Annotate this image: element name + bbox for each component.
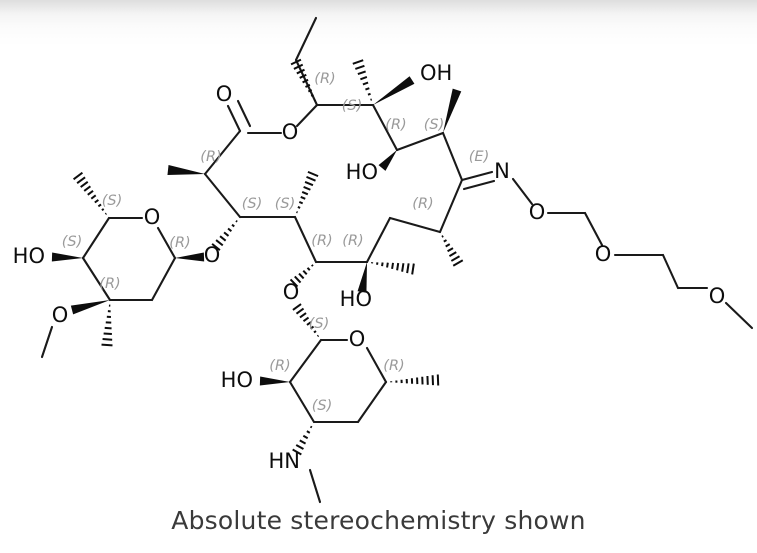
b-noxime-o bbox=[511, 177, 534, 206]
o-glycoside-cla: O bbox=[204, 243, 221, 267]
h-cla-c2-me bbox=[101, 304, 113, 347]
w-cla-c1-o bbox=[175, 252, 205, 262]
b-c13-o bbox=[295, 103, 319, 128]
r-c13-macro: (R) bbox=[314, 71, 335, 87]
s-cladinose-c3: (S) bbox=[62, 234, 83, 250]
h-c8-methyl bbox=[441, 235, 464, 267]
w-c12-oh bbox=[373, 76, 415, 105]
n-oxime: N bbox=[494, 159, 510, 183]
r-c2-macro: (R) bbox=[200, 149, 221, 165]
e-oxime: (E) bbox=[469, 149, 489, 165]
b-cla-ome bbox=[40, 325, 54, 359]
r-c5-macro: (R) bbox=[311, 233, 332, 249]
b-ch2-o2 bbox=[583, 211, 604, 247]
h-cla-c5-me bbox=[72, 171, 107, 215]
w-cla-c3-ho bbox=[51, 252, 83, 262]
b-des-o5-c5 bbox=[365, 346, 388, 384]
h-des-c3-n bbox=[292, 425, 313, 456]
r-cladinose-c1: (R) bbox=[169, 235, 190, 251]
r-c6-macro: (R) bbox=[342, 233, 363, 249]
s-cladinose-c5: (S) bbox=[102, 193, 123, 209]
o-ring-desosamine: O bbox=[349, 327, 366, 351]
stereo-descriptor-layer: (S) (S) (R) (R) (R) (S) (S) (R) (R) (R) (E) (S) (R) (… bbox=[62, 71, 490, 414]
b-des-c2-c1 bbox=[288, 338, 323, 384]
w-c2-methyl bbox=[167, 165, 205, 175]
b-des-nme bbox=[308, 468, 322, 504]
o-ketone: O bbox=[216, 82, 233, 106]
b-des-c3-c2 bbox=[288, 380, 316, 424]
b-c2-c3 bbox=[203, 172, 242, 219]
b-c9-c10 bbox=[441, 131, 464, 182]
b-o3-me bbox=[724, 301, 754, 330]
w-c6-ho bbox=[357, 262, 367, 293]
b-cla-c1-o5 bbox=[156, 226, 177, 260]
ho-c6: HO bbox=[340, 287, 372, 311]
o-ester: O bbox=[282, 120, 299, 144]
r-cladinose-c2: (R) bbox=[99, 276, 120, 292]
b-c10-c11 bbox=[395, 131, 445, 152]
w-cla-c2-ome bbox=[70, 300, 110, 315]
b-et1 bbox=[294, 58, 319, 107]
o-glycoside-des: O bbox=[283, 280, 300, 304]
b-et2 bbox=[294, 16, 318, 62]
b-des-c5-c4 bbox=[356, 380, 388, 424]
wedge-bond-layer bbox=[51, 76, 462, 386]
h-des-c1-o bbox=[292, 303, 320, 338]
ho-desosamine: HO bbox=[221, 368, 253, 392]
bond-layer bbox=[40, 16, 754, 504]
w-c10-methyl bbox=[443, 88, 462, 133]
o-methoxy-cla: O bbox=[52, 303, 69, 327]
o-ether-2: O bbox=[709, 284, 726, 308]
o-ring-cladinose: O bbox=[144, 205, 161, 229]
double-bond-layer bbox=[226, 99, 496, 191]
h-des-c5-me bbox=[390, 374, 440, 386]
ho-cladinose: HO bbox=[13, 244, 45, 268]
r-desosamine-c5: (R) bbox=[383, 358, 404, 374]
w-des-c2-ho bbox=[259, 376, 290, 386]
h-c3-oglyc bbox=[211, 220, 238, 251]
s-c4-macro: (S) bbox=[275, 196, 296, 212]
hash-bond-layer bbox=[72, 58, 464, 456]
r-c11-macro: (R) bbox=[385, 117, 406, 133]
b-ch2b-ch2c bbox=[661, 253, 680, 290]
b-c7-c8 bbox=[388, 216, 442, 234]
ho-c11: HO bbox=[346, 160, 378, 184]
b-cla-c4-c3 bbox=[81, 256, 112, 302]
db-oxime bbox=[460, 170, 496, 191]
s-c12-macro: (S) bbox=[342, 98, 363, 114]
b-c1-c2 bbox=[203, 129, 242, 176]
oh-c12: OH bbox=[420, 61, 452, 85]
db-carbonyl bbox=[226, 99, 252, 133]
b-c4-c5 bbox=[293, 215, 318, 264]
h-c6-methyl bbox=[371, 262, 415, 275]
h-c5-oglyc bbox=[289, 264, 314, 288]
b-c11-c12 bbox=[371, 103, 399, 152]
b-cla-c2-c1 bbox=[150, 256, 177, 302]
hn-desosamine: HN bbox=[269, 449, 301, 473]
s-desosamine-c3: (S) bbox=[312, 398, 333, 414]
b-c8-c9 bbox=[438, 178, 464, 234]
h-c4-methyl bbox=[296, 170, 319, 214]
r-desosamine-c2: (R) bbox=[269, 358, 290, 374]
s-desosamine-c1: (S) bbox=[309, 316, 330, 332]
s-c10-macro: (S) bbox=[424, 117, 445, 133]
o-ether-1: O bbox=[595, 242, 612, 266]
h-c13-ethyl bbox=[290, 58, 316, 102]
w-c11-ho bbox=[378, 150, 397, 171]
s-c3-macro: (S) bbox=[242, 196, 263, 212]
b-c6-c7 bbox=[365, 216, 392, 264]
figure-caption: Absolute stereochemistry shown bbox=[171, 506, 586, 535]
o-oxime: O bbox=[529, 200, 546, 224]
b-cla-c5-c4 bbox=[81, 216, 111, 260]
r-c8-macro: (R) bbox=[412, 196, 433, 212]
h-c12-methyl bbox=[352, 59, 373, 101]
